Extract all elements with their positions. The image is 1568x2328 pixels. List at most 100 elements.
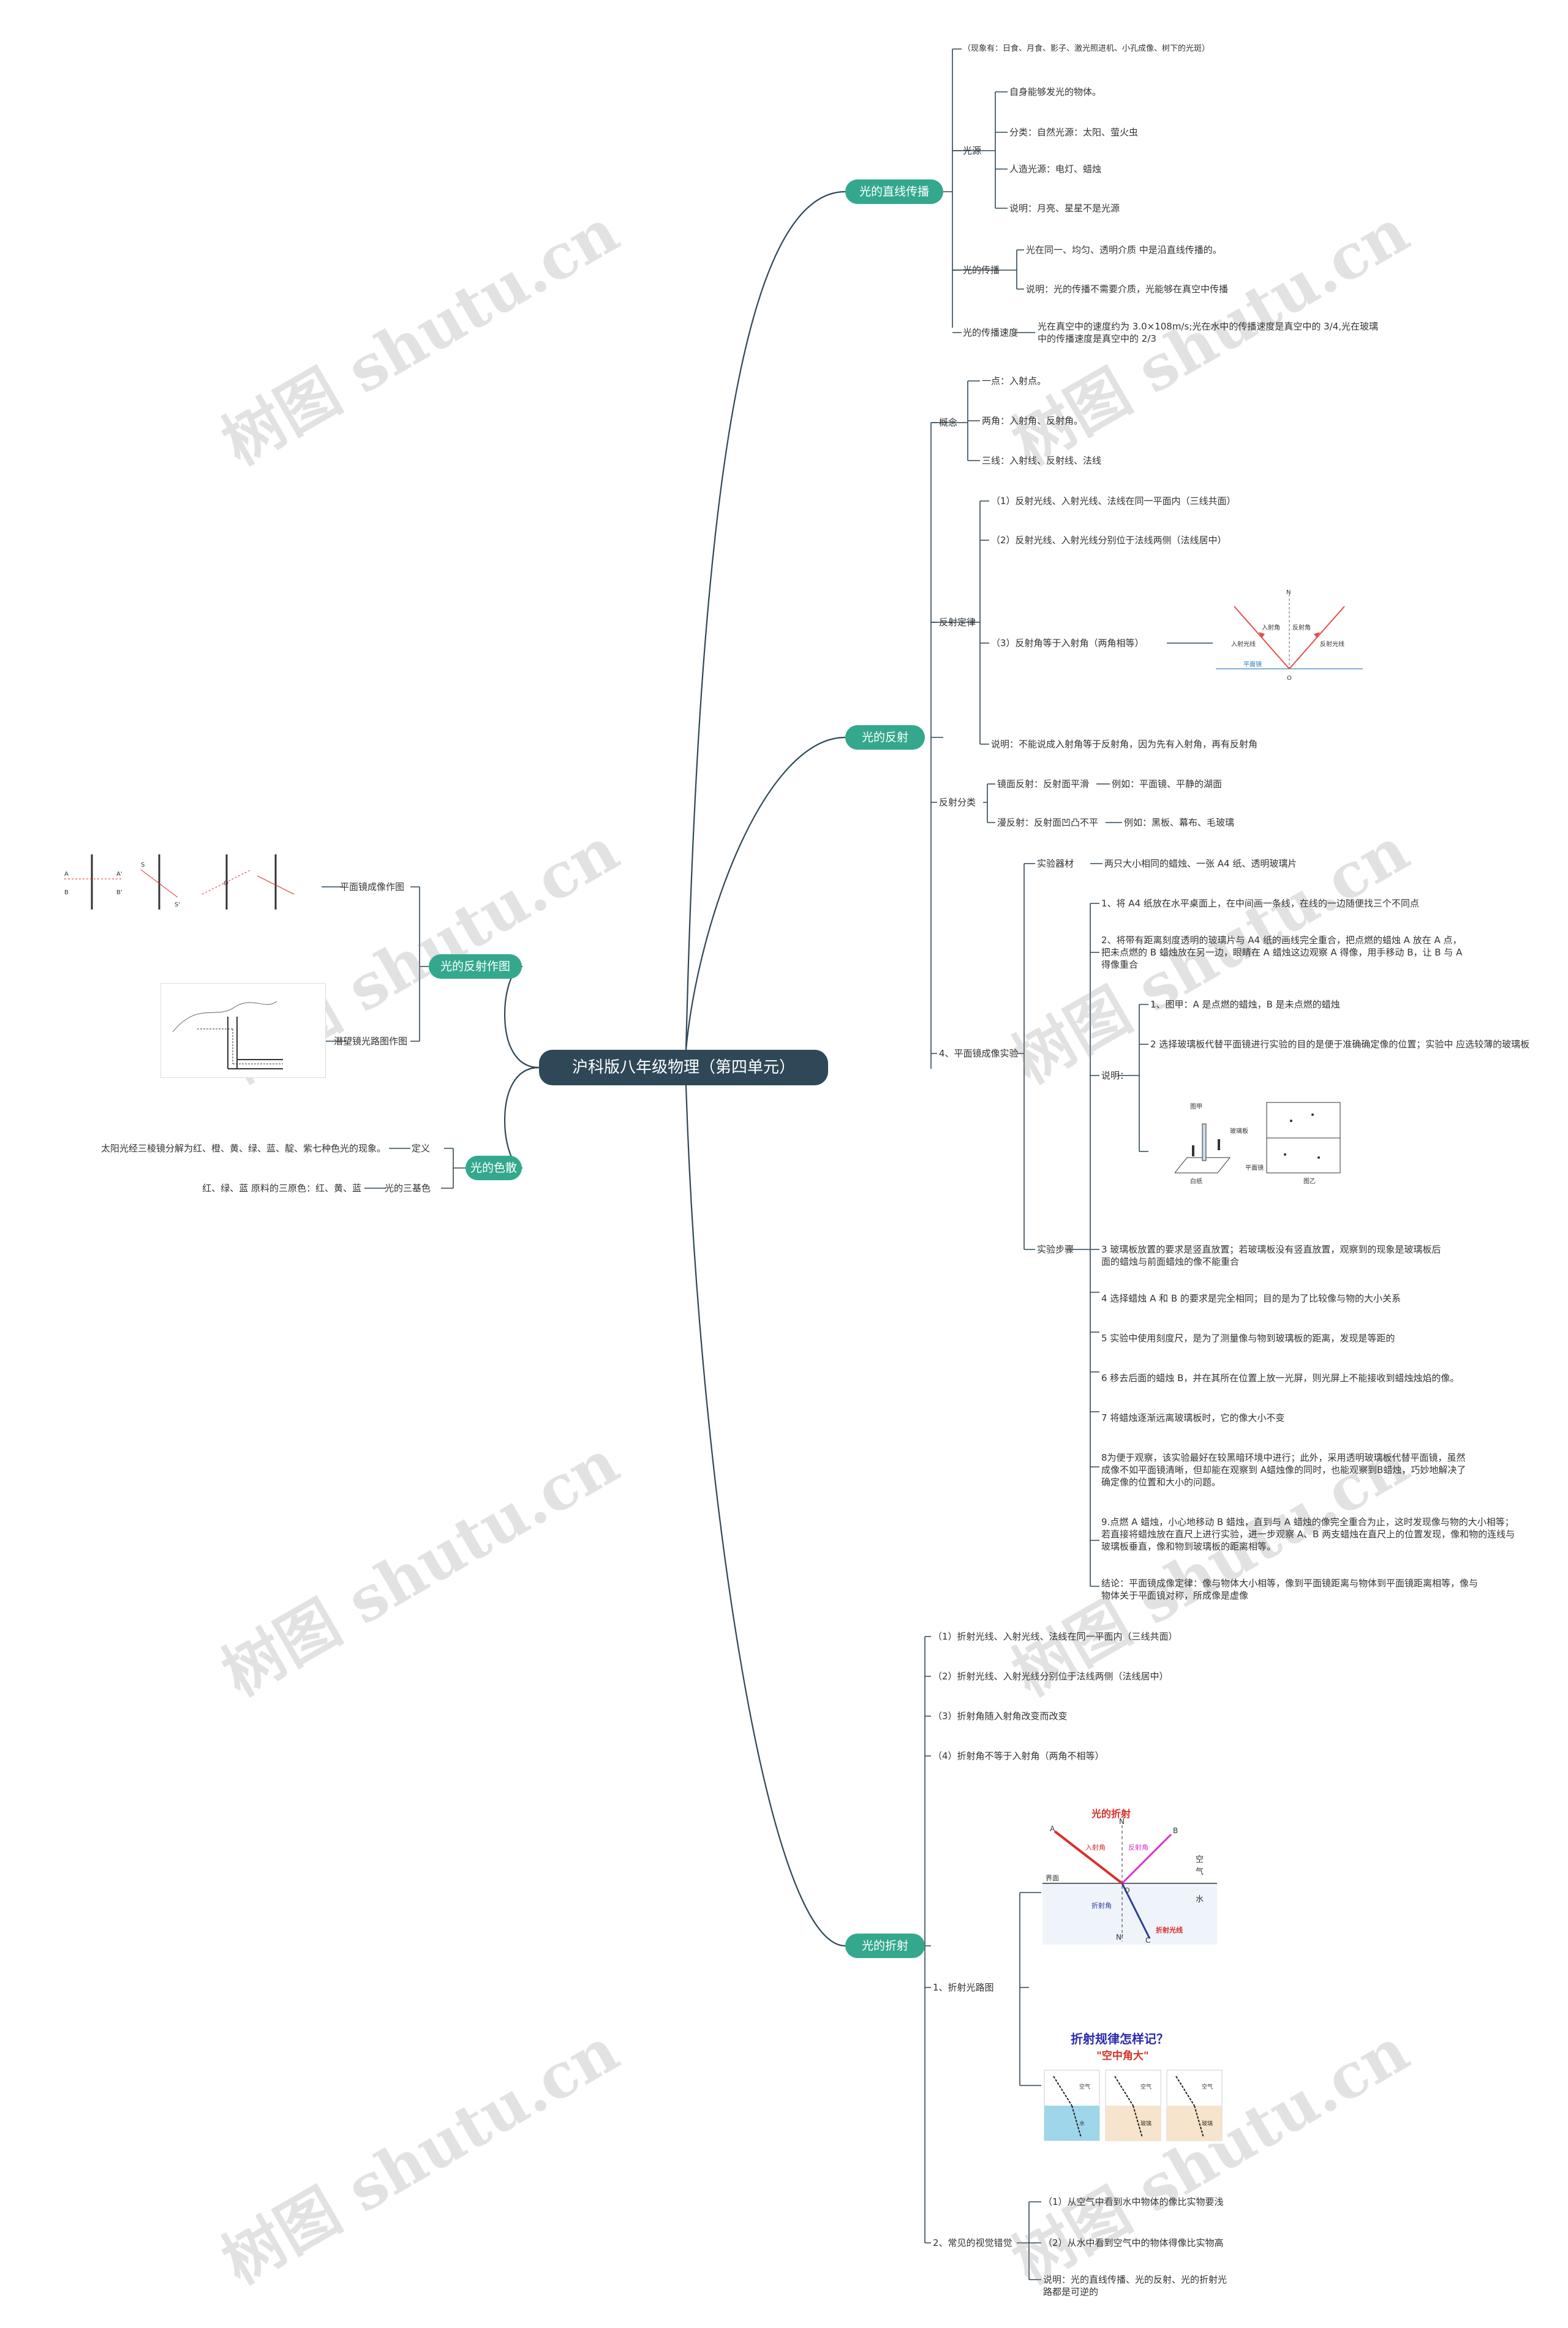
fig-title: 光的折射 [1091,1808,1131,1820]
fig-label: C [1145,1936,1150,1945]
node-propagation-item: 说明：光的传播不需要介质，光能够在真空中传播 [1026,284,1229,295]
node-refraction-law: （1）折射光线、入射光线、法线在同一平面内（三线共面） [933,1631,1178,1642]
node-source-item: 分类：自然光源：太阳、萤火虫 [1009,127,1139,138]
branch-dispersion[interactable]: 光的色散 [466,1156,522,1180]
fig-label: S [141,862,145,868]
node-source-item: 人造光源：电灯、蜡烛 [1009,164,1102,175]
node-steps: 实验步骤 [1037,1244,1074,1255]
node-dispersion-definition: 定义 [412,1143,431,1154]
fig-label: A [64,871,69,878]
node-speed-text: 光在真空中的速度约为 3.0×108m/s;光在水中的传播速度是真空中的 3/4… [1038,321,1379,344]
fig-label: 反射光线 [1320,640,1344,648]
fig-label: 水 [1196,1895,1204,1904]
node-illusion-item: （1）从空气中看到水中物体的像比实物要浅 [1043,2196,1224,2207]
node-propagation-item: 光在同一、均匀、透明介质 中是沿直线传播的。 [1026,244,1222,255]
fig-label: A' [116,871,123,878]
node-conclusion: 结论：平面镜成像定律：像与物体大小相等，像到平面镜距离与物体到平面镜距离相等，像… [1101,1578,1479,1601]
node-class-item: 镜面反射：反射面平滑 [997,778,1090,789]
fig-label: A [1050,1825,1055,1833]
node-refraction-law: （4）折射角不等于入射角（两角不相等） [933,1750,1104,1761]
node-step: 3 玻璃板放置的要求是竖直放置；若玻璃板没有竖直放置，观察到的现象是玻璃板后面的… [1101,1244,1441,1267]
node-common-illusions: 2、常见的视觉错觉 [933,2237,1012,2248]
fig-label: 空气 [1140,2083,1152,2090]
node-step: 9.点燃 A 蜡烛，小心地移动 B 蜡烛，直到与 A 蜡烛的像完全重合为止，这时… [1101,1516,1515,1552]
plane-mirror-drawing-figure: A B A' B' S S' O [55,851,300,913]
node-concept: 概念 [939,417,958,428]
fig-label: 折射光线 [1156,1926,1183,1934]
reflection-law-figure: N 入射光线 反射光线 入射角 反射角 平面镜 O [1216,588,1363,686]
fig-label: N [1119,1817,1125,1826]
node-step: 8为便于观察，该实验最好在较黑暗环境中进行；此外，采用透明玻璃板代替平面镜，虽然… [1101,1452,1466,1488]
node-source-item: 自身能够发光的物体。 [1009,86,1102,97]
node-propagation: 光的传播 [963,265,1000,276]
fig-title: 折射规律怎样记？ [1071,2032,1169,2046]
fig-label: 图甲 [1190,1103,1202,1110]
node-periscope-drawing: 潜望镜光路图作图 [334,1036,408,1047]
fig-label: 空气 [1079,2083,1090,2090]
node-reflection-class: 反射分类 [939,797,976,808]
fig-label: 玻璃 [1202,2120,1213,2127]
fig-label: 入射角 [1262,624,1280,631]
node-class-item: 例如：平面镜、平静的湖面 [1112,778,1223,789]
fig-label: N [1286,589,1291,596]
refraction-figure: 光的折射 A B C N N' 入射角 反射角 折射角 界面 空 气 水 折射光… [1042,1804,1217,1945]
fig-subtitle: "空中角大" [1096,2049,1149,2062]
fig-label: 反射角 [1128,1843,1148,1851]
node-refraction-path: 1、折射光路图 [933,1982,994,1993]
mirror-experiment-figure: 白纸 图甲 图乙 玻璃板 平面镜 [1175,1096,1346,1188]
fig-label: 折射角 [1091,1901,1112,1910]
node-note-item: 2 选择玻璃板代替平面镜进行实验的目的是便于准确确定像的位置；实验中 应选较薄的… [1150,1039,1530,1050]
fig-label: 空气 [1202,2083,1213,2090]
node-speed: 光的传播速度 [963,327,1019,338]
node-concept-item: 两角：入射角、反射角。 [982,415,1084,426]
node-step: 6 移去后面的蜡烛 B，并在其所在位置上放一光屏，则光屏上不能接收到蜡烛烛焰的像… [1101,1373,1460,1384]
fig-label: S' [175,902,180,908]
fig-label: O [1125,1886,1130,1894]
branch-reflection[interactable]: 光的反射 [845,725,925,750]
fig-label: O [224,880,228,887]
node-source-item: 说明：月亮、星星不是光源 [1009,203,1120,214]
fig-label: 平面镜 [1245,1164,1264,1172]
node-illusion-item: 说明：光的直线传播、光的反射、光的折射光路都是可逆的 [1043,2274,1227,2297]
fig-label: 界面 [1046,1874,1059,1882]
node-step: 5 实验中使用刻度尺，是为了测量像与物到玻璃板的距离，发现是等距的 [1101,1333,1395,1344]
node-equipment-text: 两只大小相同的蜡烛、一张 A4 纸、透明玻璃片 [1104,858,1297,869]
node-step: 1、将 A4 纸放在水平桌面上，在中间画一条线，在线的一边随便找三个不同点 [1101,898,1419,909]
node-refraction-law: （2）折射光线、入射光线分别位于法线两侧（法线居中） [933,1671,1169,1682]
fig-label: B' [116,889,123,896]
node-note: 说明： [1101,1070,1129,1081]
fig-label: 气 [1196,1867,1204,1877]
fig-label: O [1287,675,1292,682]
node-class-item: 漫反射：反射面凹凸不平 [997,817,1099,828]
node-law-item: （2）反射光线、入射光线分别位于法线两侧（法线居中） [991,535,1227,546]
node-law-item: （3）反射角等于入射角（两角相等） [991,638,1144,649]
node-light-source: 光源 [963,145,982,156]
fig-label: 水 [1079,2120,1085,2127]
node-class-item: 例如：黑板、幕布、毛玻璃 [1124,817,1235,828]
node-three-primary-colors: 光的三基色 [385,1183,431,1194]
fig-label: 平面镜 [1243,660,1262,668]
fig-label: 反射角 [1292,624,1311,631]
node-primary-colors-text: 红、绿、蓝 原料的三原色：红、黄、蓝 [202,1183,361,1194]
root-node[interactable]: 沪科版八年级物理（第四单元） [539,1050,828,1085]
node-law-item: （1）反射光线、入射光线、法线在同一平面内（三线共面） [991,495,1236,507]
fig-label: N' [1116,1933,1123,1942]
node-concept-item: 一点：入射点。 [982,375,1047,386]
node-step: 2、将带有距离刻度透明的玻璃片与 A4 纸的画线完全重合，把点燃的蜡烛 A 放在… [1101,935,1463,970]
branch-rectilinear-propagation[interactable]: 光的直线传播 [845,179,943,204]
fig-label: 入射角 [1085,1843,1106,1851]
node-note-item: 1、图甲：A 是点燃的蜡烛，B 是未点燃的蜡烛 [1150,999,1340,1010]
node-plane-mirror-drawing: 平面镜成像作图 [340,881,405,892]
node-reflection-law: 反射定律 [939,617,976,628]
fig-label: 玻璃板 [1230,1127,1248,1135]
fig-label: 玻璃 [1140,2120,1152,2127]
periscope-drawing-figure [160,983,326,1078]
fig-label: 白纸 [1190,1177,1202,1185]
node-phenomena: （现象有：日食、月食、影子、激光照进机、小孔成像、树下的光斑） [963,44,1210,53]
branch-reflection-drawing[interactable]: 光的反射作图 [429,954,522,979]
branch-refraction[interactable]: 光的折射 [845,1934,925,1958]
node-equipment: 实验器材 [1037,858,1074,869]
node-illusion-item: （2）从水中看到空气中的物体得像比实物高 [1043,2237,1224,2248]
fig-label: B [1173,1826,1178,1835]
